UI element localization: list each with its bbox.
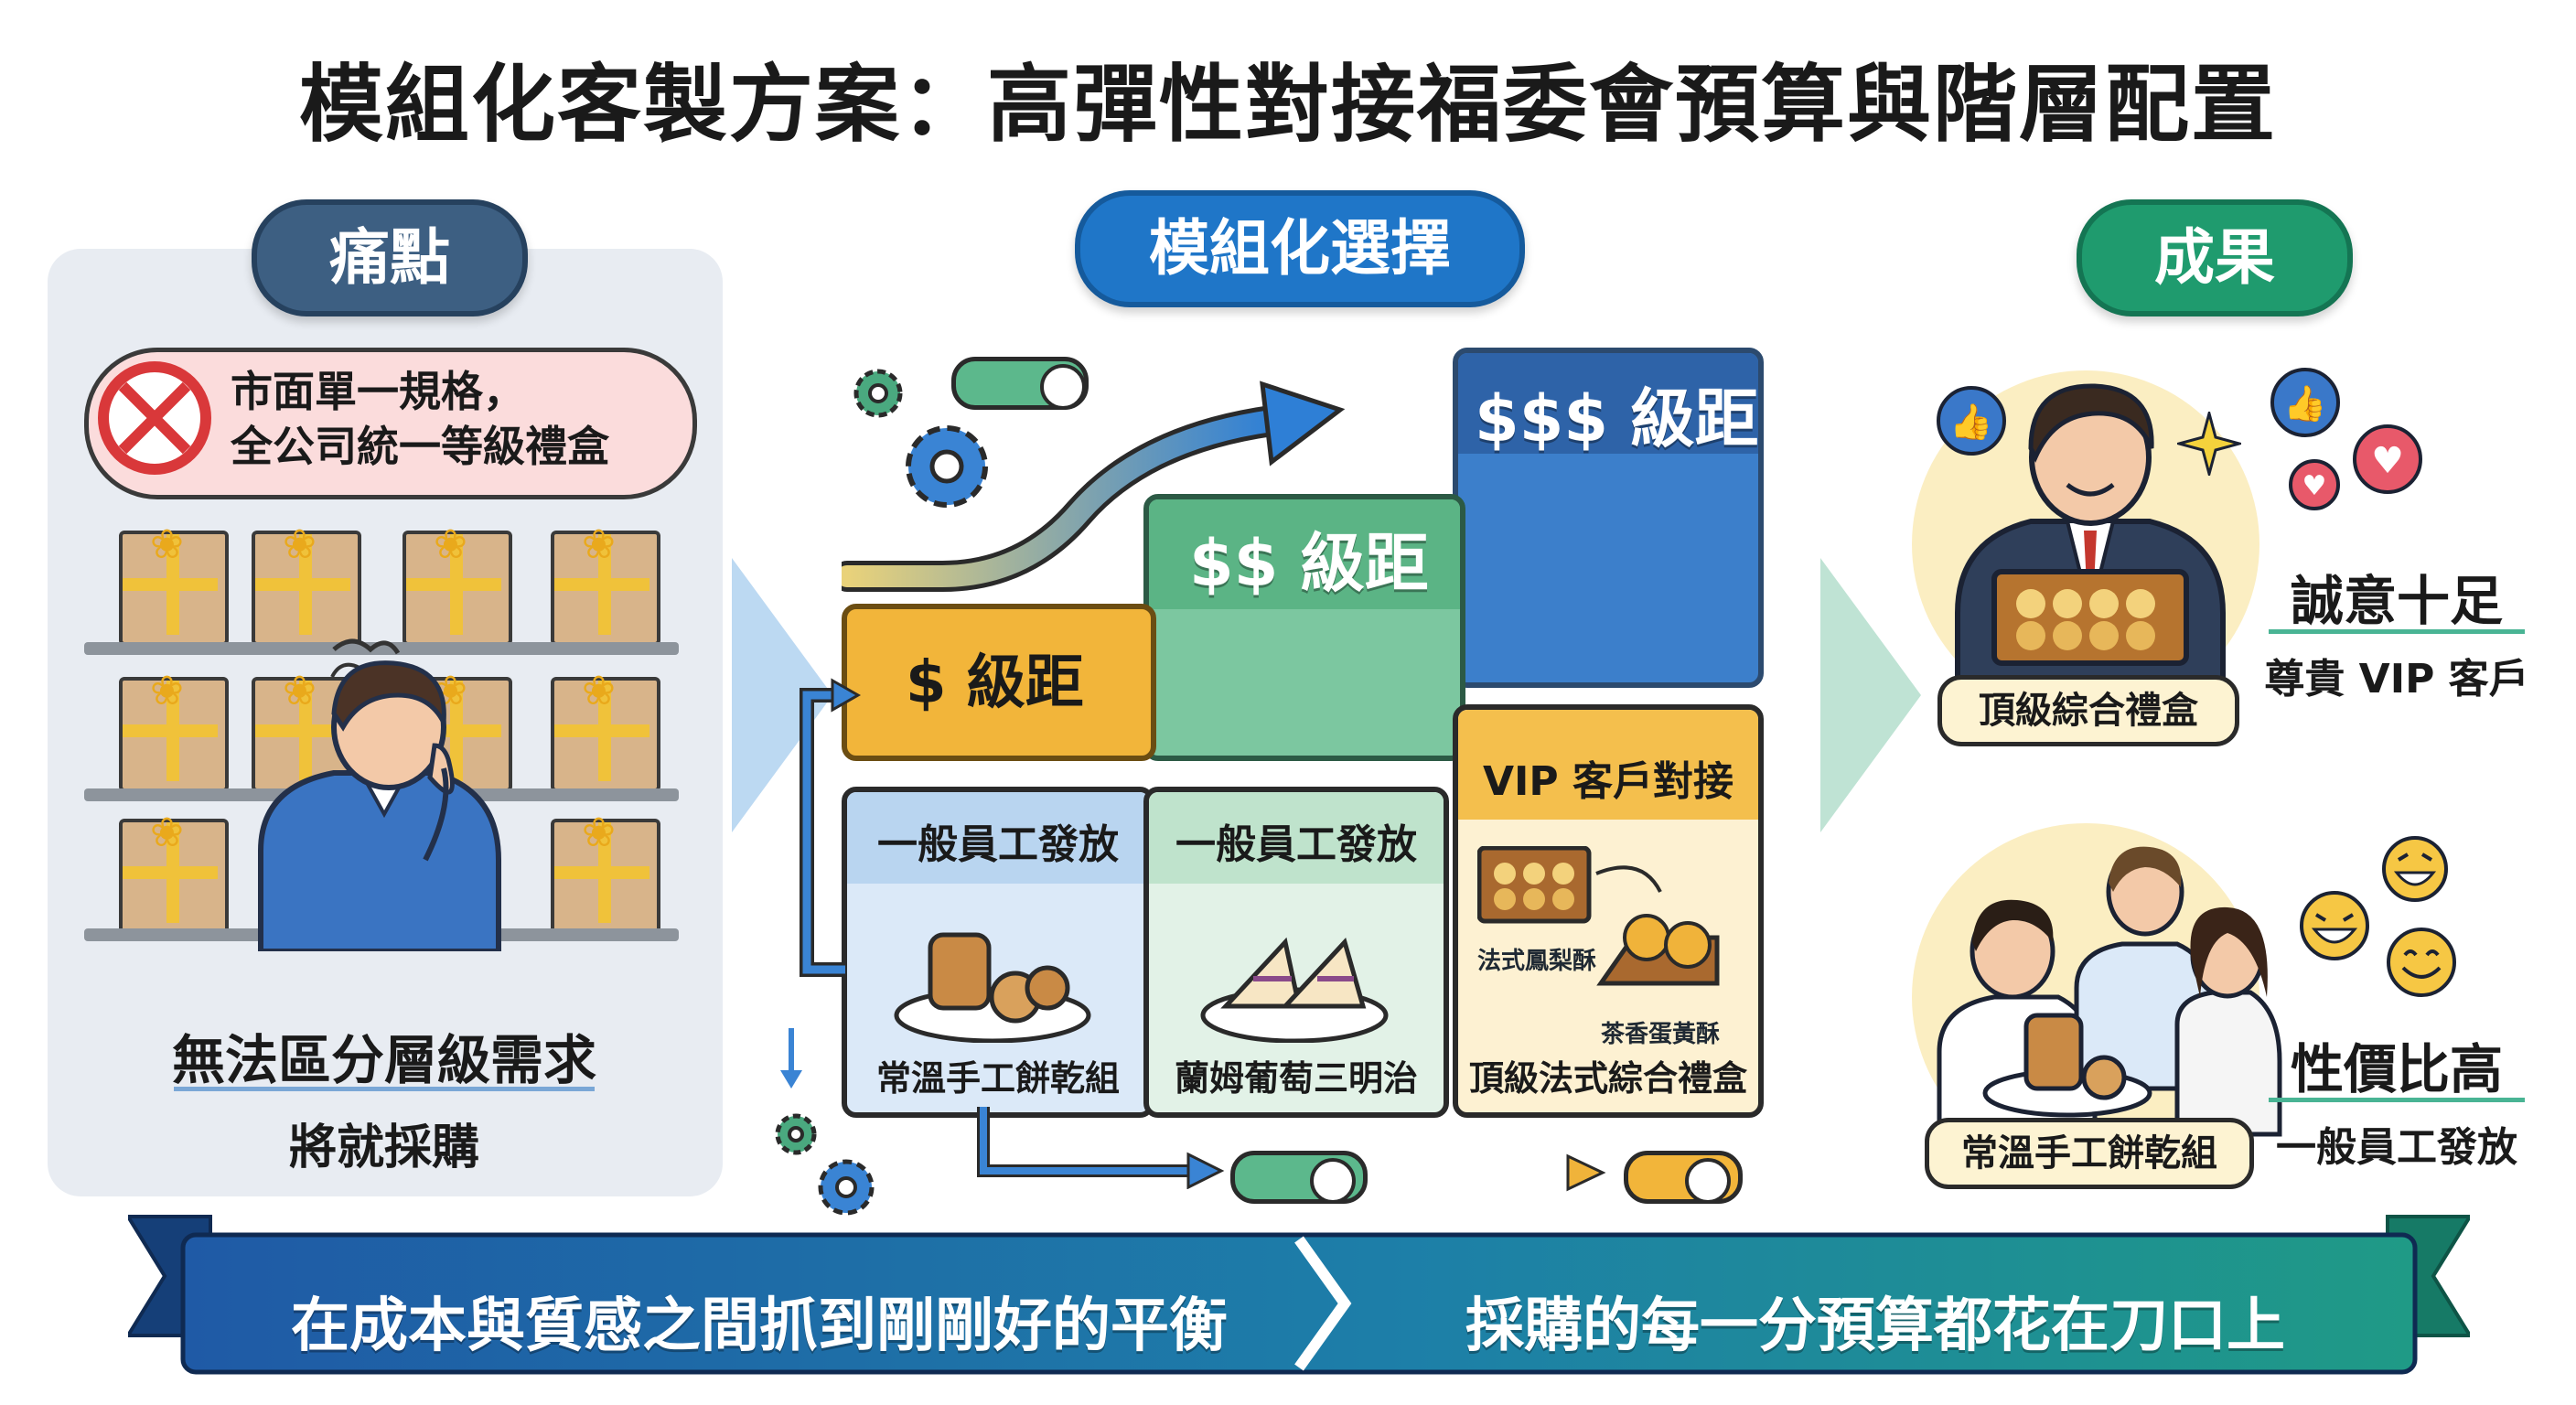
svg-text:👍: 👍 — [1949, 402, 1992, 442]
svg-text:♥: ♥ — [2302, 470, 2327, 502]
pain-headline: 無法區分層級需求 — [171, 1029, 596, 1091]
bottom-ribbon — [128, 1215, 2470, 1375]
section-label-modular: 模組化選擇 — [1075, 190, 1525, 307]
sandwich-plate-icon — [1200, 937, 1389, 1043]
smiling-face-icon — [2387, 928, 2456, 997]
staff-result-title: 性價比高 — [2290, 1038, 2503, 1100]
pain-underline — [174, 1087, 595, 1091]
tier-label-3: $$$ 級距 — [1475, 381, 1759, 456]
toggle-switch-icon — [1624, 1151, 1743, 1204]
growth-arrow-icon — [842, 381, 1346, 592]
connector-arrow — [1376, 1153, 1606, 1192]
svg-text:👍: 👍 — [2283, 383, 2326, 424]
shelf — [84, 642, 679, 655]
page-title: 模組化客製方案：高彈性對接福委會預算與階層配置 — [298, 56, 2277, 154]
svg-text:♥: ♥ — [2371, 440, 2404, 482]
happy-staff-illustration — [1937, 846, 2282, 1137]
thumbs-up-icon: 👍 — [2270, 368, 2340, 437]
card-3-product: 頂級法式綜合禮盒 — [1468, 1058, 1747, 1099]
card-3-heading: VIP 客戶對接 — [1483, 758, 1733, 805]
gear-icon — [906, 425, 988, 508]
heart-icon: ♥ — [2289, 459, 2340, 510]
staff-result-tag: 常溫手工餅乾組 — [1925, 1118, 2254, 1189]
toggle-switch-icon — [1230, 1151, 1368, 1204]
card-1-product: 常溫手工餅乾組 — [875, 1058, 1120, 1099]
gift-box-icon: ❀ — [551, 521, 660, 646]
card-3-item-b: 茶香蛋黃酥 — [1601, 1021, 1721, 1048]
tier-label-1: $ 級距 — [906, 649, 1084, 717]
toggle-switch-icon — [951, 357, 1089, 410]
confused-buyer-illustration — [258, 638, 501, 951]
gift-box-icon: ❀ — [551, 668, 660, 792]
vip-person-illustration — [1955, 383, 2226, 704]
gift-box-icon: ❀ — [119, 668, 229, 792]
gear-icon — [775, 1113, 817, 1155]
tier-block-1 — [842, 604, 1156, 761]
prohibited-icon — [98, 361, 211, 475]
gift-box-icon: ❀ — [119, 810, 229, 934]
section-label-result: 成果 — [2077, 199, 2353, 316]
tier-label-2: $$ 級距 — [1189, 526, 1429, 601]
cookie-plate-icon — [894, 932, 1091, 1043]
card-1-heading: 一般員工發放 — [877, 821, 1119, 868]
gift-set-icon — [1477, 846, 1720, 986]
flow-arrow-left — [732, 558, 832, 832]
flow-arrow-right — [1820, 558, 1921, 832]
gift-box-icon: ❀ — [119, 521, 229, 646]
vip-result-tag: 頂級綜合禮盒 — [1937, 675, 2239, 746]
pain-subline: 將就採購 — [288, 1121, 479, 1175]
ribbon-text-left: 在成本與質感之間抓到剛剛好的平衡 — [291, 1292, 1228, 1360]
loop-arrow-icon — [800, 678, 862, 977]
card-2-heading: 一般員工發放 — [1175, 821, 1417, 868]
pain-speech-line-1: 市面單一規格， — [231, 367, 525, 416]
sparkle-icon — [2177, 412, 2241, 476]
heart-icon: ♥ — [2353, 424, 2422, 494]
laughing-face-icon — [2382, 836, 2448, 902]
down-arrow-icon — [780, 1028, 802, 1089]
pain-speech-text: 市面單一規格， 全公司統一等級禮盒 — [231, 364, 670, 474]
staff-result-subtitle: 一般員工發放 — [2276, 1124, 2517, 1171]
ribbon-text-right: 採購的每一分預算都花在刀口上 — [1465, 1292, 2285, 1360]
vip-result-title: 誠意十足 — [2290, 570, 2503, 632]
staff-result-underline — [2269, 1098, 2525, 1102]
section-label-pain: 痛點 — [252, 199, 528, 316]
card-2-product: 蘭姆葡萄三明治 — [1174, 1058, 1418, 1099]
thumbs-up-icon: 👍 — [1937, 386, 2006, 456]
product-card-2 — [1143, 787, 1449, 1118]
gear-icon — [818, 1159, 875, 1216]
tier-block-3 — [1453, 348, 1764, 688]
gear-icon — [853, 369, 903, 418]
gift-box-icon: ❀ — [252, 521, 361, 646]
gift-box-icon: ❀ — [402, 521, 512, 646]
card-3-item-a: 法式鳳梨酥 — [1477, 948, 1597, 975]
laughing-face-icon — [2300, 891, 2369, 960]
pain-speech-line-2: 全公司統一等級禮盒 — [231, 422, 609, 471]
vip-result-subtitle: 尊貴 VIP 客戶 — [2264, 656, 2529, 702]
gift-box-icon: ❀ — [551, 810, 660, 934]
vip-result-underline — [2269, 629, 2525, 634]
connector-arrow — [977, 1107, 1225, 1189]
